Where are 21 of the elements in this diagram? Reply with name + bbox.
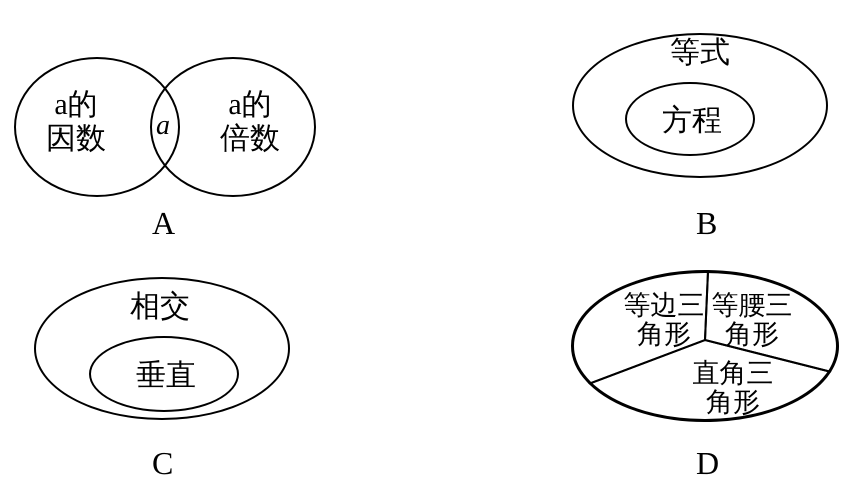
set-label: 相交 xyxy=(129,290,191,324)
option-letter: C xyxy=(152,445,174,481)
set-ellipse xyxy=(572,271,838,421)
set-label: a的因数 xyxy=(45,88,107,156)
option-letter: D xyxy=(696,445,720,481)
set-ellipse xyxy=(89,336,239,412)
set-label: 直角三角形 xyxy=(692,359,774,417)
intersection-label: a xyxy=(156,109,170,143)
set-ellipse xyxy=(150,57,316,197)
set-ellipse xyxy=(34,277,290,420)
set-label: 等边三角形 xyxy=(622,291,706,349)
set-label: 等式 xyxy=(669,36,731,70)
set-ellipse xyxy=(14,57,180,197)
set-label: 方程 xyxy=(661,104,723,138)
option-letter: B xyxy=(696,205,718,241)
set-label: a的倍数 xyxy=(219,88,281,156)
set-label: 等腰三角形 xyxy=(710,291,794,349)
set-ellipse xyxy=(625,82,755,156)
set-label: 垂直 xyxy=(135,359,197,393)
set-ellipse xyxy=(572,33,828,178)
option-letter: A xyxy=(152,205,176,241)
